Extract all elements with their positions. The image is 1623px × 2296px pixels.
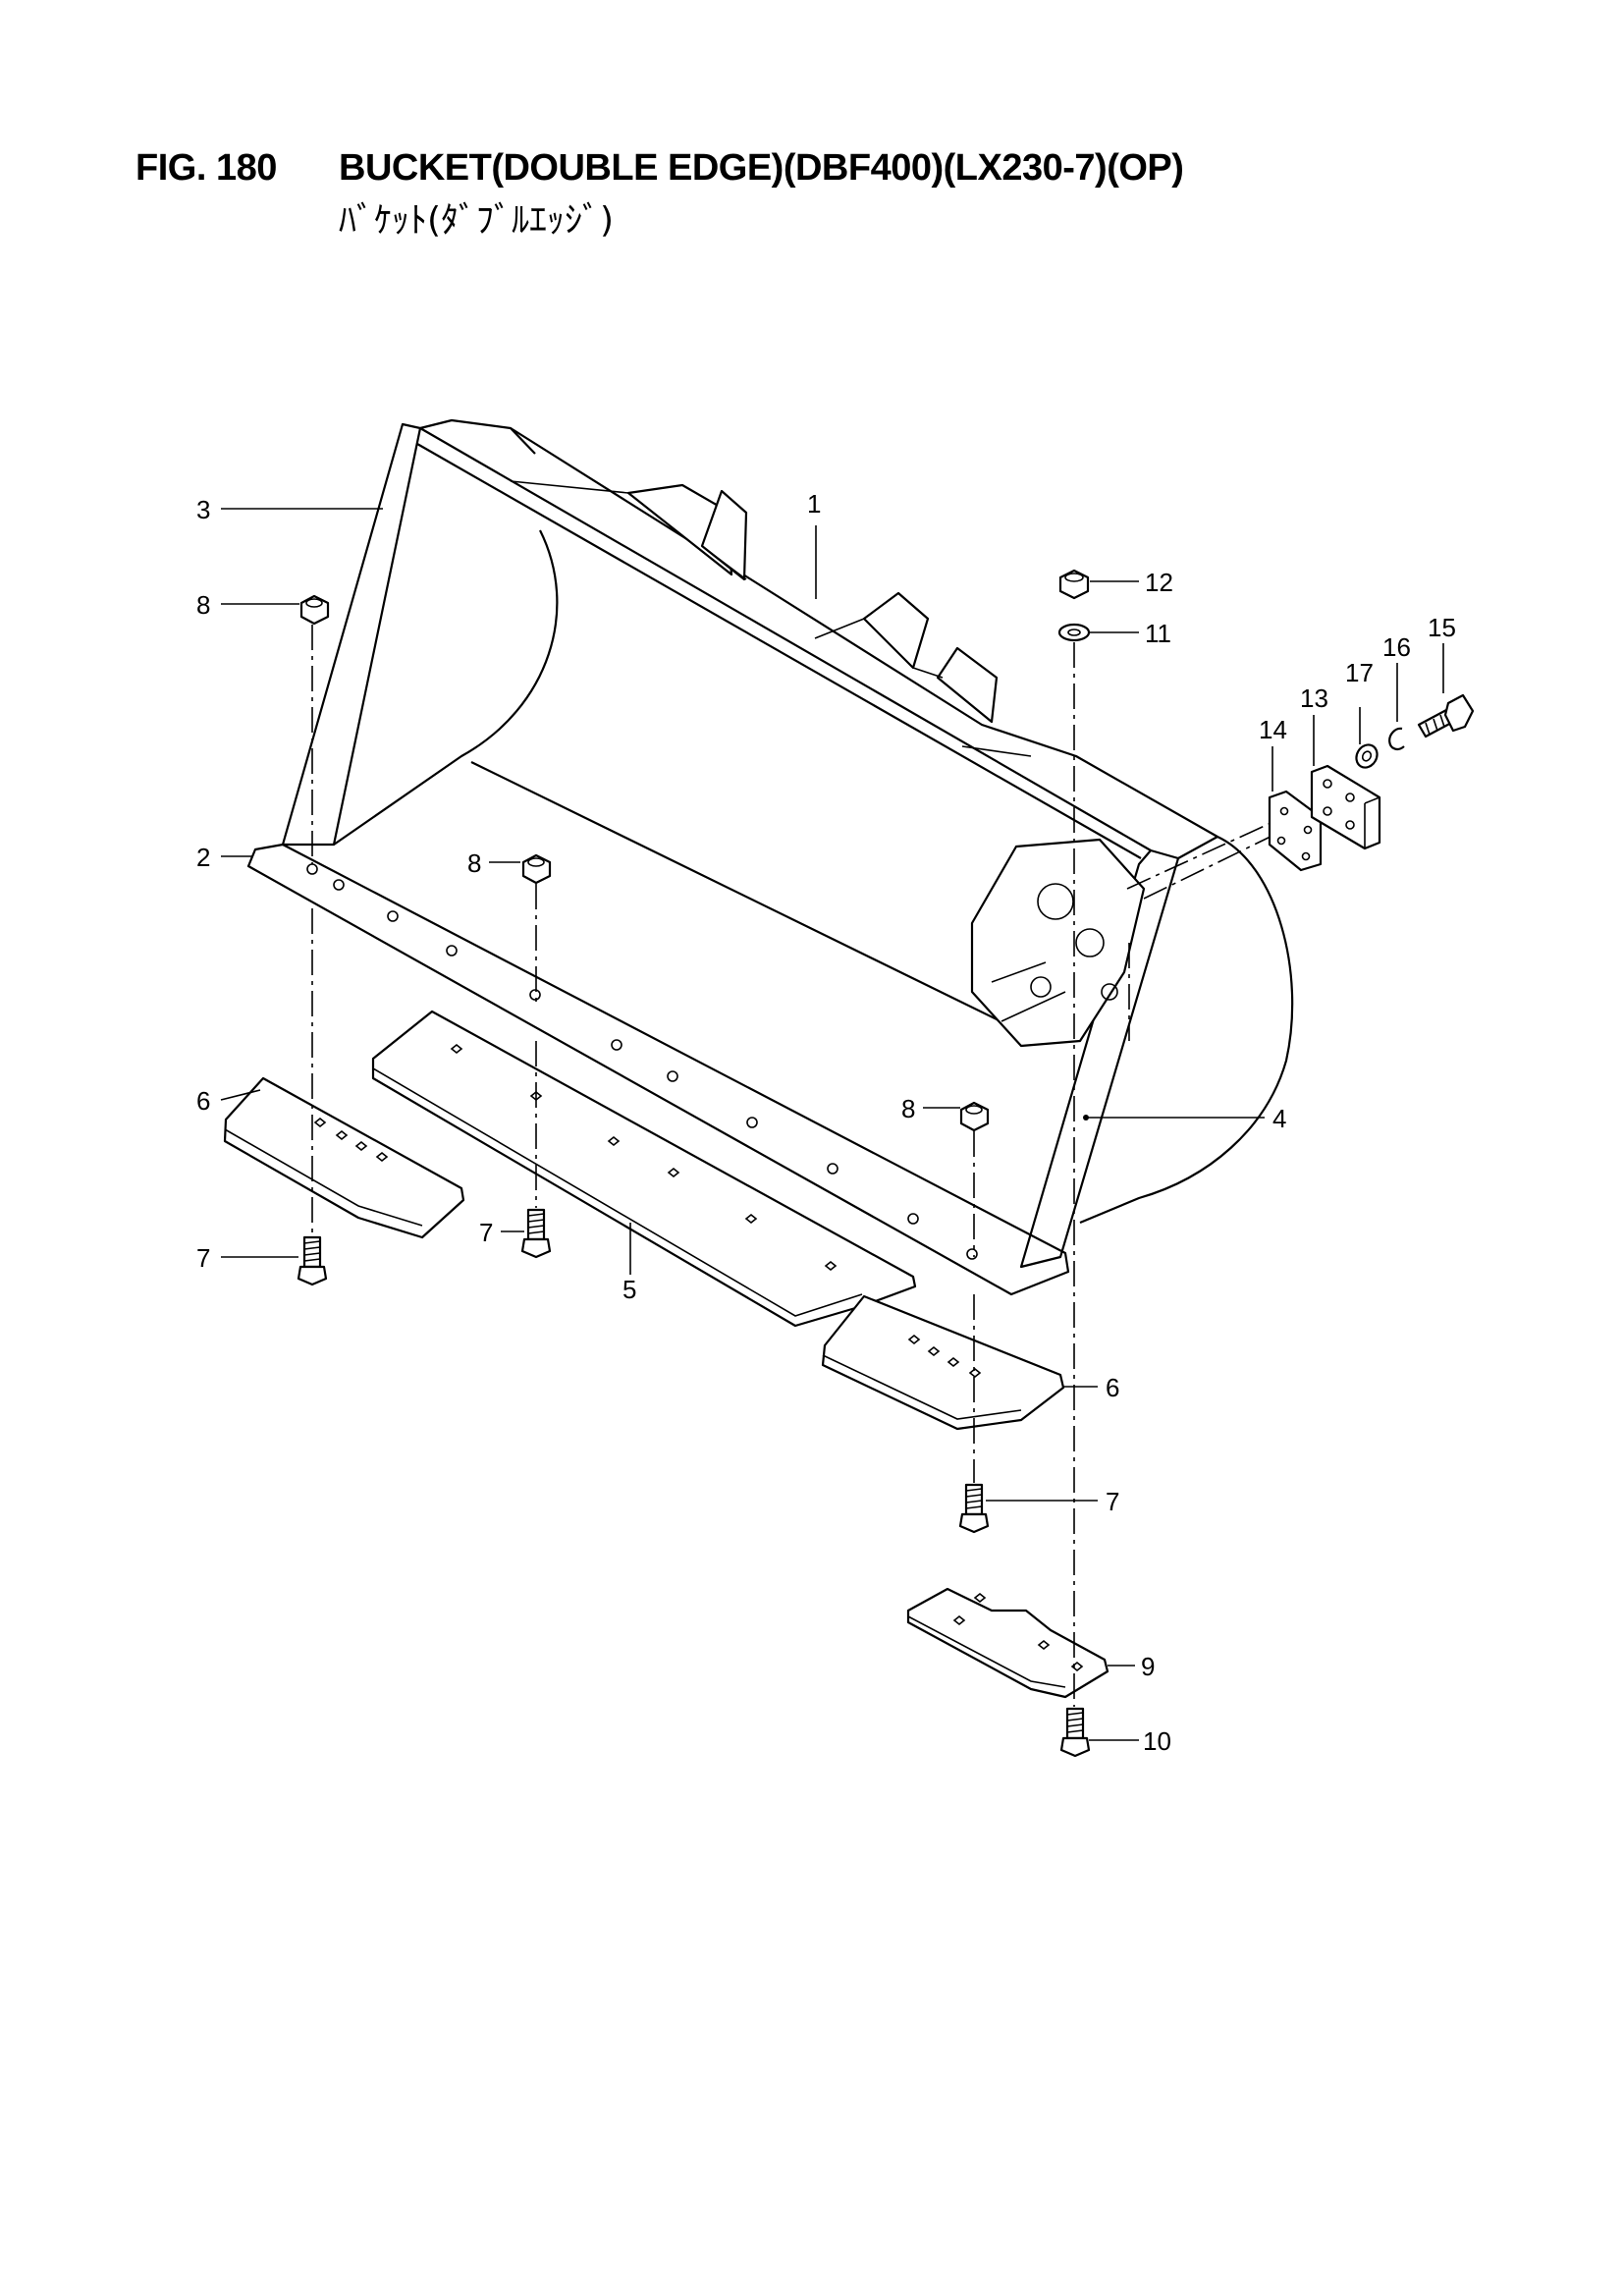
end-bit-left [223,1076,465,1239]
bolt-15 [1417,693,1475,738]
bolt-10 [1059,1707,1091,1758]
callout-9: 9 [1141,1652,1155,1681]
washer-17 [1355,743,1379,769]
figure-subtitle: ﾊﾞｹｯﾄ(ﾀﾞﾌﾞﾙｴｯｼﾞ) [339,200,615,241]
bolt-7-b [520,1208,552,1259]
callout-17: 17 [1345,658,1374,687]
callout-7: 7 [196,1243,210,1273]
callout-5: 5 [622,1275,636,1304]
callout-1: 1 [807,489,821,519]
callout-15: 15 [1428,613,1456,642]
callout-4: 4 [1272,1104,1286,1133]
nut-8-c [959,1101,990,1132]
callout-11: 11 [1145,619,1171,648]
plate-14 [1268,790,1323,872]
nut-8-b [521,853,552,885]
callout-13: 13 [1300,683,1328,713]
cutting-edge [246,843,1070,1296]
spring-washer-16 [1388,727,1405,750]
callout-8: 8 [467,848,481,878]
callout-14: 14 [1259,715,1287,744]
callout-6: 6 [1106,1373,1119,1402]
figure-title-line: FIG. 180 BUCKET(DOUBLE EDGE)(DBF400)(LX23… [135,147,1184,190]
bucket-body [281,418,1294,1269]
callout-16: 16 [1382,632,1411,662]
callout-8: 8 [196,590,210,620]
washer-11 [1057,623,1091,642]
figure-title: BUCKET(DOUBLE EDGE)(DBF400)(LX230-7)(OP) [339,147,1184,189]
plate-13 [1310,764,1381,850]
wear-plate [906,1587,1109,1699]
callout-7: 7 [479,1218,493,1247]
bolt-7-a [297,1235,328,1286]
end-bit-right [821,1294,1065,1431]
callout-7: 7 [1106,1487,1119,1516]
nut-8-a [299,594,330,626]
callout-8: 8 [901,1094,915,1123]
callout-6: 6 [196,1086,210,1116]
callout-numbers: 3 8 1 2 8 6 8 4 7 7 5 6 7 9 10 11 12 13 … [196,489,1456,1756]
cutting-edge-main [371,1010,917,1328]
callout-2: 2 [196,843,210,872]
callout-12: 12 [1145,568,1173,597]
assembly-centerlines [311,625,1075,1707]
callout-3: 3 [196,495,210,524]
figure-number: FIG. 180 [135,147,277,189]
nut-12 [1058,569,1090,600]
bolt-7-c [958,1483,990,1534]
leader-lines [220,508,1444,1741]
callout-10: 10 [1143,1726,1171,1756]
